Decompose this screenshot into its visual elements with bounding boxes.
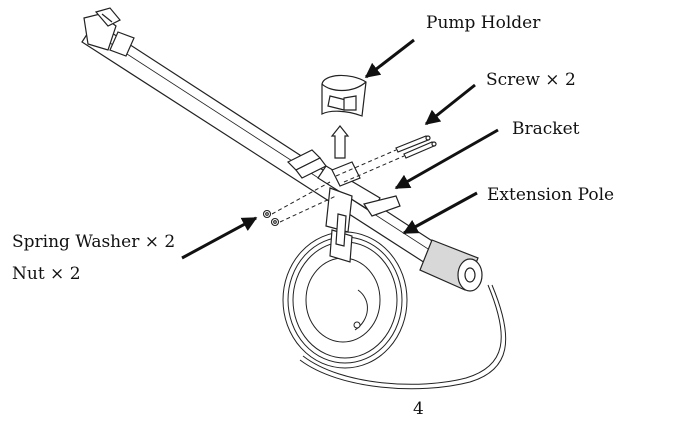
pump-holder-label: Pump Holder [426, 13, 541, 33]
bracket-label: Bracket [512, 119, 580, 139]
pump-holder-leader-arrow [364, 38, 415, 79]
screw-label: Screw × 2 [486, 70, 576, 90]
bracket [286, 149, 401, 263]
washers-and-nuts [262, 209, 280, 227]
pole-threaded-end [83, 7, 135, 57]
pump-holder [321, 74, 367, 117]
spring-washer-leader-arrow [181, 216, 258, 260]
spring-washer-label: Spring Washer × 2 [12, 232, 175, 252]
nut-label: Nut × 2 [12, 264, 81, 284]
screw-leader-arrow [424, 83, 476, 126]
pole-grip [419, 239, 483, 292]
assembly-direction-arrow [330, 125, 350, 159]
bracket-leader-arrow [394, 128, 499, 190]
extension-pole-leader-arrow [402, 191, 478, 235]
leader-arrows [181, 38, 499, 260]
page-number: 4 [413, 399, 424, 419]
screws [395, 135, 437, 159]
extension-pole-label: Extension Pole [487, 185, 614, 205]
alignment-dashes [271, 149, 405, 223]
